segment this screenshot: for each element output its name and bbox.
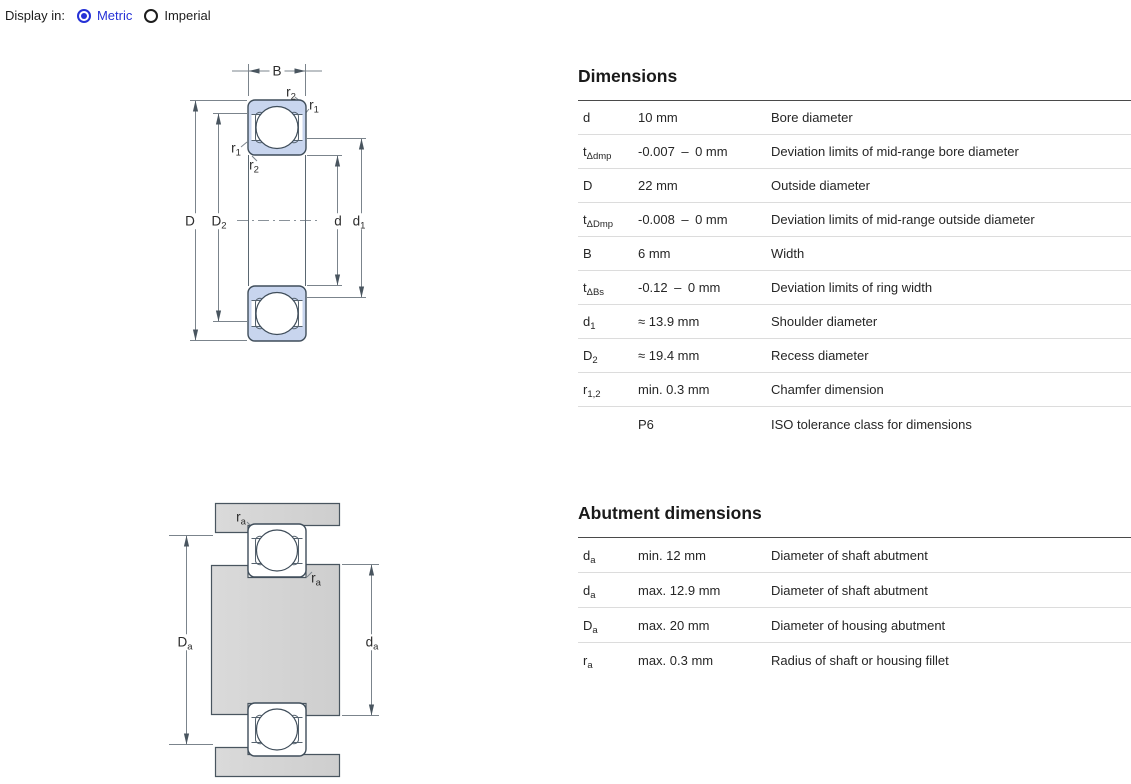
- dim-label-D: D: [182, 213, 198, 229]
- dim-label-d: d: [331, 213, 345, 229]
- cell-value: P6: [638, 416, 654, 432]
- cell-value: ≈ 19.4 mm: [638, 348, 700, 363]
- cell-description: Diameter of shaft abutment: [771, 547, 928, 563]
- cell-description: Chamfer dimension: [771, 382, 884, 397]
- cell-symbol: tΔDmp: [583, 212, 614, 230]
- dim-label-r1-top: r1: [309, 97, 319, 116]
- table-row: P6 ISO tolerance class for dimensions: [578, 407, 1131, 441]
- cell-description: Recess diameter: [771, 348, 869, 363]
- cell-description: ISO tolerance class for dimensions: [771, 416, 972, 432]
- dim-label-d1: d1: [349, 213, 369, 231]
- dimensions-section: Dimensions d 10 mm Bore diameter tΔdmp -0.0…: [578, 64, 1131, 441]
- cell-value: min. 0.3 mm: [638, 382, 710, 397]
- cell-description: Diameter of housing abutment: [771, 617, 946, 633]
- cell-description: Bore diameter: [771, 110, 853, 125]
- table-row: ra max. 0.3 mm Radius of shaft or housing …: [578, 643, 1131, 678]
- cell-symbol: tΔdmp: [583, 144, 612, 162]
- cell-value: -0.007 – 0 mm: [638, 144, 728, 159]
- cell-symbol: ra: [583, 653, 593, 671]
- table-row: da min. 12 mm Diameter of shaft abutment: [578, 538, 1131, 573]
- table-row: tΔdmp -0.007 – 0 mm Deviation limits of mi…: [578, 135, 1131, 169]
- dim-label-da: da: [362, 634, 382, 652]
- cell-description: Diameter of shaft abutment: [771, 582, 928, 598]
- section-title-abutment: Abutment dimensions: [578, 503, 762, 523]
- radio-option-imperial[interactable]: Imperial: [144, 8, 211, 23]
- table-row: tΔBs -0.12 – 0 mm Deviation limits of ring…: [578, 271, 1131, 305]
- cell-symbol: da: [583, 547, 596, 566]
- cell-symbol: d: [583, 110, 591, 125]
- dim-label-ra-mid: ra: [311, 570, 321, 589]
- dim-label-ra-top: ra: [236, 509, 246, 528]
- cell-description: Outside diameter: [771, 178, 870, 193]
- cell-description: Radius of shaft or housing fillet: [771, 653, 949, 668]
- table-row: d 10 mm Bore diameter: [578, 101, 1131, 135]
- section-title-dimensions: Dimensions: [578, 66, 678, 86]
- cell-value: 10 mm: [638, 110, 678, 125]
- table-row: D 22 mm Outside diameter: [578, 169, 1131, 203]
- dim-label-r1-left: r1: [231, 140, 241, 159]
- dim-label-r2-top: r2: [286, 84, 296, 103]
- cell-symbol: d1: [583, 314, 596, 332]
- cell-value: -0.008 – 0 mm: [638, 212, 728, 227]
- display-in-row: Display in: Metric Imperial: [5, 8, 223, 23]
- cell-symbol: da: [583, 582, 596, 601]
- cell-symbol: D2: [583, 348, 598, 366]
- radio-option-metric[interactable]: Metric: [76, 8, 133, 23]
- cell-description: Width: [771, 246, 805, 261]
- table-row: r1,2 min. 0.3 mm Chamfer dimension: [578, 373, 1131, 407]
- dim-label-Da: Da: [174, 634, 196, 652]
- cell-value: 22 mm: [638, 178, 678, 193]
- cell-description: Deviation limits of mid-range bore diame…: [771, 144, 1019, 159]
- table-row: Da max. 20 mm Diameter of housing abutment: [578, 608, 1131, 643]
- cell-symbol: Da: [583, 617, 598, 636]
- table-row: D2 ≈ 19.4 mm Recess diameter: [578, 339, 1131, 373]
- radio-metric-label[interactable]: Metric: [96, 8, 133, 23]
- cell-value: ≈ 13.9 mm: [638, 314, 700, 329]
- table-row: da max. 12.9 mm Diameter of shaft abutment: [578, 573, 1131, 608]
- dim-label-r2-left: r2: [249, 157, 259, 176]
- bearing-cross-section-diagram: [190, 64, 366, 342]
- cell-value: max. 12.9 mm: [638, 582, 721, 598]
- table-row: tΔDmp -0.008 – 0 mm Deviation limits of mi…: [578, 203, 1131, 237]
- cell-description: Deviation limits of mid-range outside di…: [771, 212, 1035, 227]
- dim-label-B: B: [269, 63, 285, 79]
- cell-value: min. 12 mm: [638, 547, 706, 563]
- cell-value: max. 0.3 mm: [638, 653, 714, 668]
- dim-label-D2: D2: [208, 213, 230, 231]
- display-in-label: Display in:: [5, 8, 65, 23]
- abutment-section: Abutment dimensions da min. 12 mm Diameter…: [578, 501, 1131, 678]
- cell-symbol: tΔBs: [583, 280, 605, 298]
- cell-value: max. 20 mm: [638, 617, 710, 633]
- dimensions-table: d 10 mm Bore diameter tΔdmp -0.007 – 0 mm De…: [578, 100, 1131, 441]
- abutment-table: da min. 12 mm Diameter of shaft abutment d…: [578, 537, 1131, 678]
- cell-description: Shoulder diameter: [771, 314, 878, 329]
- cell-description: Deviation limits of ring width: [771, 280, 933, 295]
- radio-selected-icon[interactable]: [76, 8, 91, 23]
- radio-imperial-label[interactable]: Imperial: [164, 8, 211, 23]
- abutment-diagram: [169, 502, 379, 778]
- cell-value: 6 mm: [638, 246, 671, 261]
- radio-unselected-icon[interactable]: [144, 8, 159, 23]
- table-row: d1 ≈ 13.9 mm Shoulder diameter: [578, 305, 1131, 339]
- cell-symbol: D: [583, 178, 593, 193]
- cell-value: -0.12 – 0 mm: [638, 280, 721, 295]
- table-row: B 6 mm Width: [578, 237, 1131, 271]
- cell-symbol: B: [583, 246, 592, 261]
- cell-symbol: r1,2: [583, 382, 601, 400]
